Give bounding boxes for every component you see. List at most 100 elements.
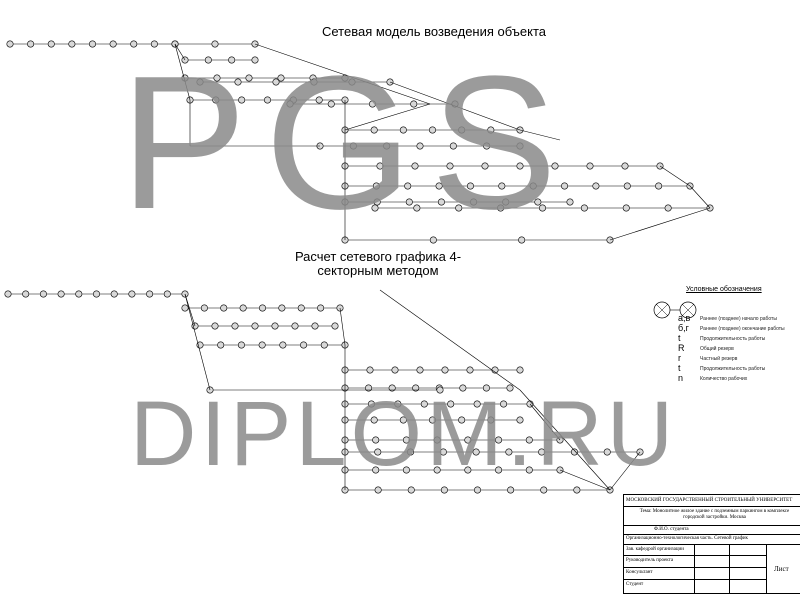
arrow <box>344 103 431 131</box>
arrow <box>519 129 561 141</box>
event-node <box>310 78 318 86</box>
event-node <box>331 322 339 330</box>
event-node <box>394 400 402 408</box>
event-node <box>455 204 463 212</box>
event-node <box>327 100 335 108</box>
event-node <box>407 486 415 494</box>
event-node <box>441 366 449 374</box>
event-node <box>464 466 472 474</box>
event-node <box>371 204 379 212</box>
event-node <box>458 416 466 424</box>
event-node <box>68 40 76 48</box>
event-node <box>300 341 308 349</box>
event-node <box>487 416 495 424</box>
event-node <box>502 198 510 206</box>
event-node <box>416 366 424 374</box>
university-name: МОСКОВСКИЙ ГОСУДАРСТВЕННЫЙ СТРОИТЕЛЬНЫЙ … <box>626 498 793 503</box>
event-node <box>435 182 443 190</box>
event-node <box>6 40 14 48</box>
event-node <box>181 304 189 312</box>
event-node <box>459 384 467 392</box>
signature-row: Руководитель проекта <box>626 558 674 563</box>
arrow <box>389 81 521 131</box>
arrow <box>519 389 611 491</box>
event-node <box>263 96 271 104</box>
event-node <box>228 56 236 64</box>
event-node <box>437 198 445 206</box>
event-node <box>110 290 118 298</box>
arrow <box>254 43 431 105</box>
arrow <box>609 451 641 491</box>
event-node <box>507 486 515 494</box>
event-node <box>525 436 533 444</box>
event-node <box>278 304 286 312</box>
event-node <box>447 400 455 408</box>
event-node <box>566 198 574 206</box>
event-node <box>391 366 399 374</box>
event-node <box>297 304 305 312</box>
sheet-label: Лист <box>774 565 789 573</box>
event-node <box>374 448 382 456</box>
event-node <box>311 322 319 330</box>
event-node <box>4 290 12 298</box>
event-node <box>399 126 407 134</box>
event-node <box>440 486 448 494</box>
event-node <box>551 162 559 170</box>
watermark-pgs: PGS <box>120 37 576 249</box>
event-node <box>481 162 489 170</box>
event-node <box>146 290 154 298</box>
event-node <box>464 436 472 444</box>
event-node <box>277 74 285 82</box>
event-node <box>410 100 418 108</box>
arrow <box>529 403 561 441</box>
event-node <box>516 162 524 170</box>
event-node <box>561 182 569 190</box>
event-node <box>495 466 503 474</box>
event-node <box>420 400 428 408</box>
event-node <box>664 204 672 212</box>
arrow <box>379 289 521 391</box>
event-node <box>251 322 259 330</box>
event-node <box>234 78 242 86</box>
event-node <box>373 198 381 206</box>
event-node <box>439 448 447 456</box>
arrow <box>609 207 711 241</box>
event-node <box>75 290 83 298</box>
event-node <box>258 304 266 312</box>
event-node <box>580 204 588 212</box>
event-node <box>368 100 376 108</box>
legend-node-icon <box>653 301 697 319</box>
event-node <box>130 40 138 48</box>
event-node <box>404 182 412 190</box>
event-node <box>365 384 373 392</box>
event-node <box>470 198 478 206</box>
event-node <box>27 40 35 48</box>
event-node <box>449 142 457 150</box>
event-node <box>573 486 581 494</box>
event-node <box>163 290 171 298</box>
event-node <box>109 40 117 48</box>
arrow <box>559 469 611 491</box>
event-node <box>529 182 537 190</box>
arrow <box>339 307 346 346</box>
event-node <box>592 182 600 190</box>
event-node <box>506 384 514 392</box>
event-node <box>586 162 594 170</box>
event-node <box>500 400 508 408</box>
event-node <box>370 126 378 134</box>
event-node <box>271 322 279 330</box>
event-node <box>473 486 481 494</box>
calculation-title: Расчет сетевого графика 4-секторным мето… <box>294 249 462 278</box>
event-node <box>220 304 228 312</box>
arrow <box>174 43 191 101</box>
event-node <box>518 236 526 244</box>
event-node <box>487 126 495 134</box>
event-node <box>402 436 410 444</box>
event-node <box>317 304 325 312</box>
event-node <box>93 290 101 298</box>
